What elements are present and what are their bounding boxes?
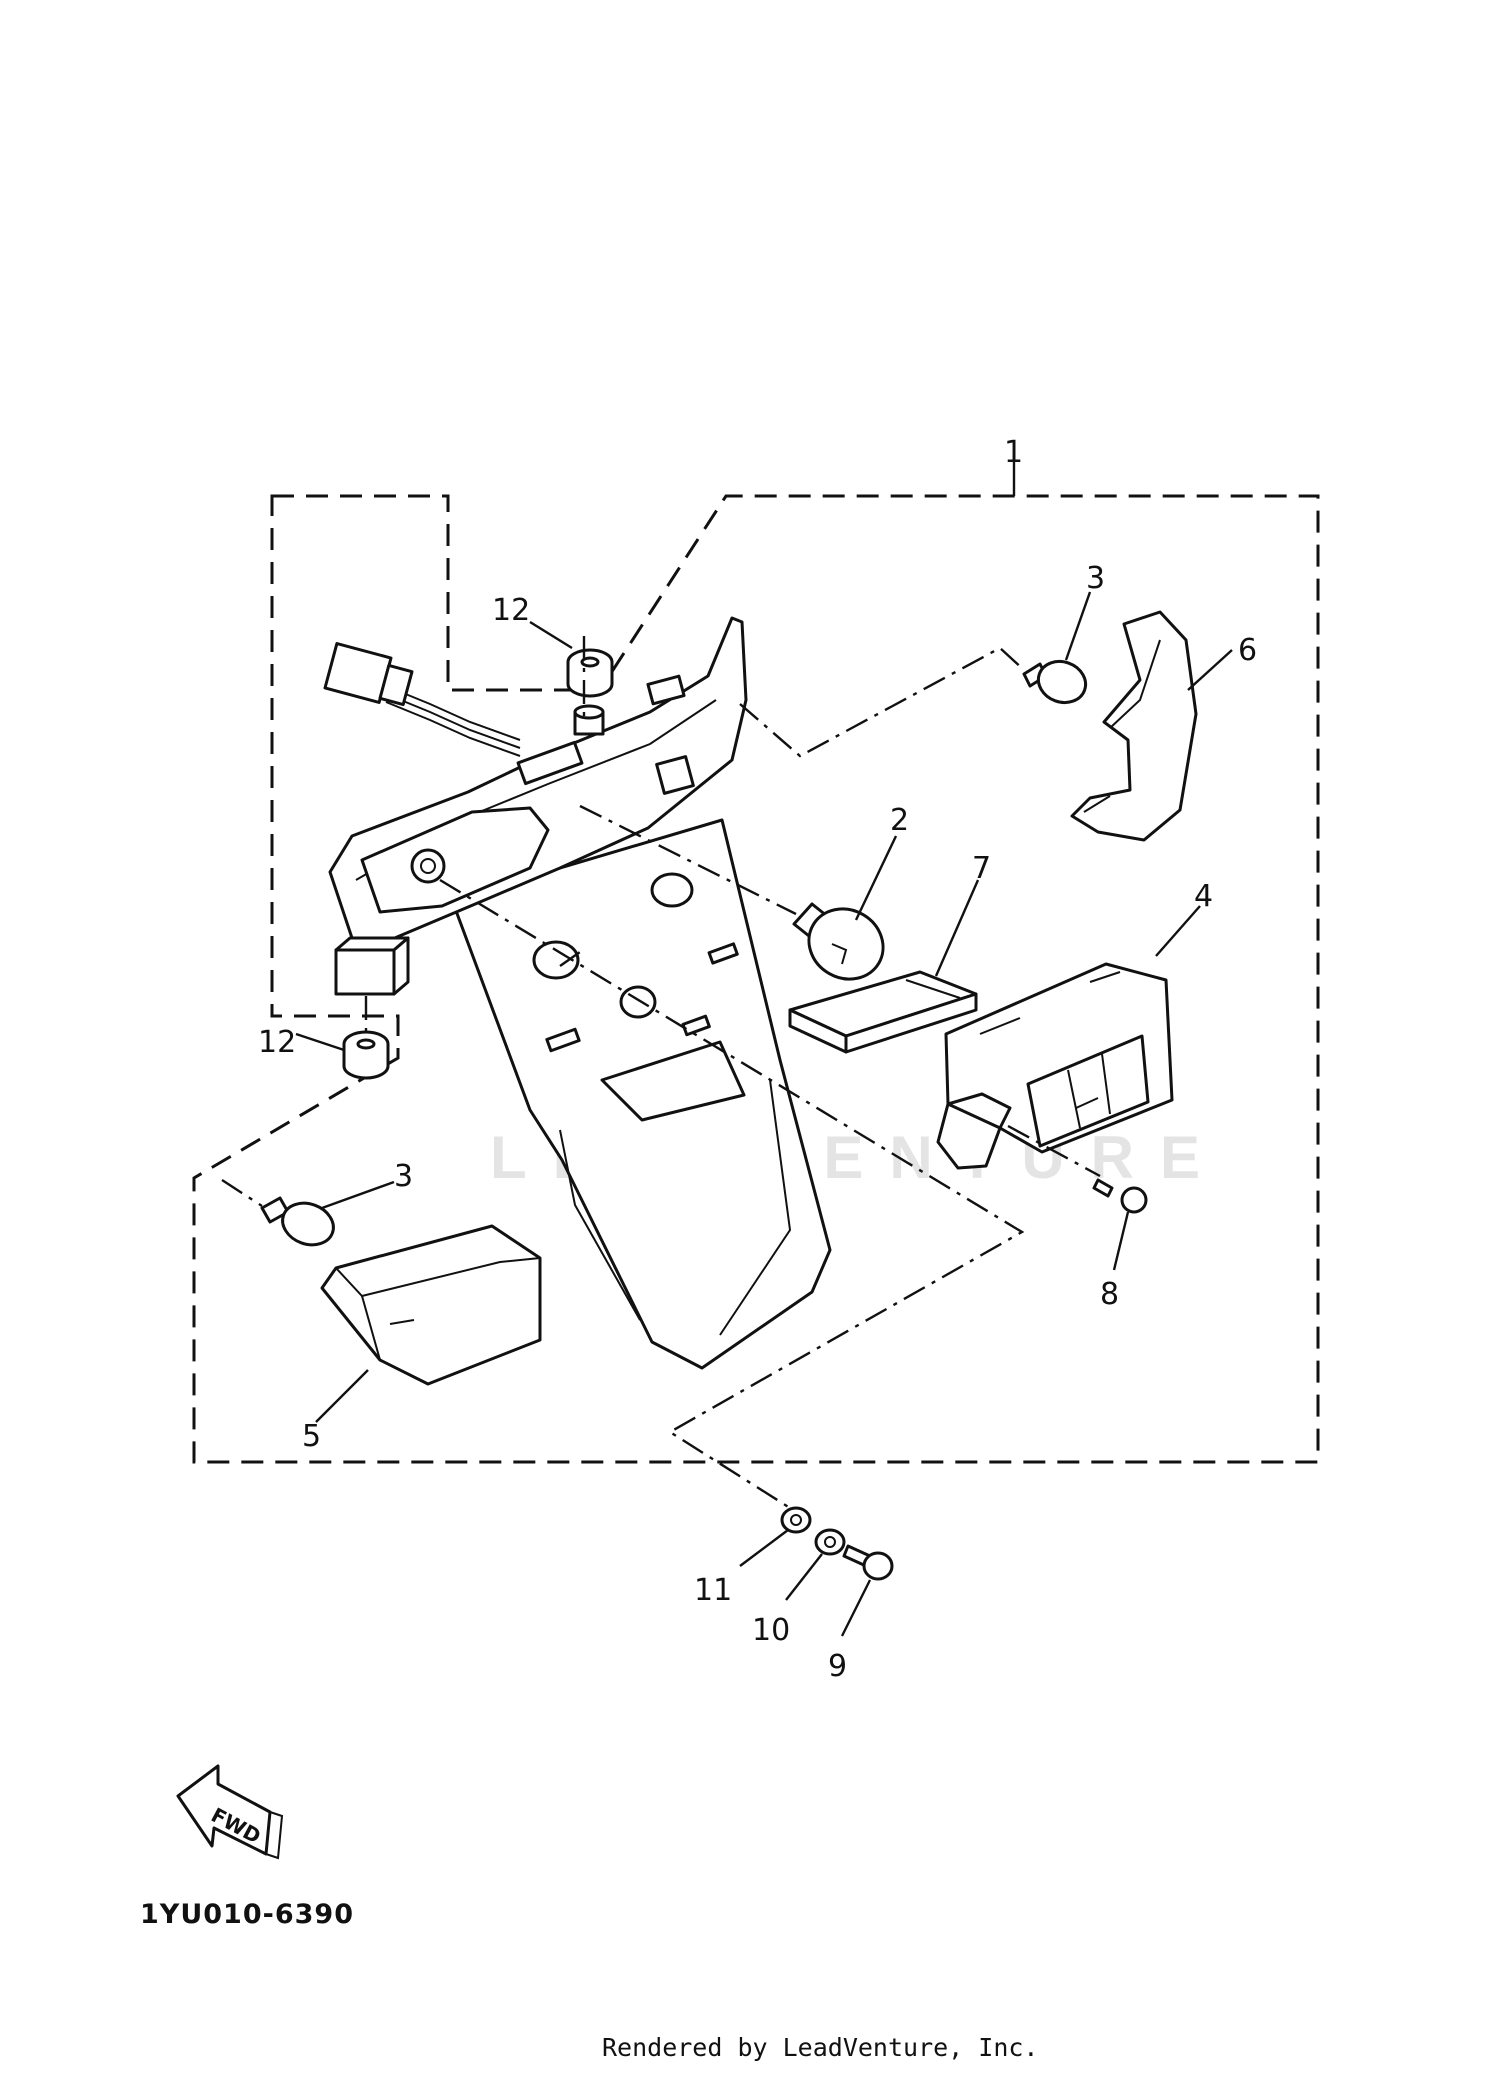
housing-socket [410, 848, 446, 884]
left-turn-signal-lens [320, 1224, 542, 1386]
fender-slot [681, 1014, 711, 1037]
callout-3-bottom: 3 [394, 1159, 413, 1194]
fender-hole [650, 872, 694, 908]
turn-signal-bulb-upper [1022, 659, 1088, 705]
callout-2: 2 [890, 803, 909, 838]
callout-12-bottom: 12 [258, 1025, 296, 1060]
callout-5: 5 [302, 1419, 321, 1454]
grommet-bottom [342, 1030, 390, 1080]
forward-arrow-icon: FWD [176, 1764, 284, 1860]
callout-12-top: 12 [492, 593, 530, 628]
diagram-code: 1YU010-6390 [140, 1899, 354, 1930]
callout-7: 7 [972, 851, 991, 886]
rendered-by-footer: Rendered by LeadVenture, Inc. [602, 2033, 1039, 2062]
fender-hole [532, 940, 580, 980]
washer-11 [780, 1506, 812, 1534]
assembly-boundary [192, 494, 1320, 1464]
callout-8: 8 [1100, 1277, 1119, 1312]
callout-6: 6 [1238, 633, 1257, 668]
license-lens [788, 970, 978, 1054]
tail-light-bulb [792, 902, 885, 981]
callout-11: 11 [694, 1573, 732, 1608]
callout-3-top: 3 [1086, 561, 1105, 596]
lower-connector [334, 948, 396, 996]
callout-1: 1 [1004, 435, 1023, 470]
license-window [600, 1040, 746, 1122]
right-turn-signal-lens [1070, 610, 1198, 842]
callout-4: 4 [1194, 879, 1213, 914]
license-light-assembly [936, 962, 1174, 1170]
lock-washer-10 [814, 1528, 846, 1556]
screw-8 [1092, 1178, 1148, 1214]
fender-slot [545, 1027, 581, 1053]
callout-10: 10 [752, 1613, 790, 1648]
fender-slot [707, 942, 739, 965]
bolt-9 [842, 1544, 894, 1581]
grommet-top [566, 648, 614, 698]
tail-light-housing [323, 616, 832, 1370]
callout-9: 9 [828, 1649, 847, 1684]
lamp-lens-recess [360, 806, 550, 914]
fender-hole [619, 985, 657, 1019]
turn-signal-bulb-lower [260, 1196, 335, 1247]
leader-lines [295, 460, 1233, 1637]
